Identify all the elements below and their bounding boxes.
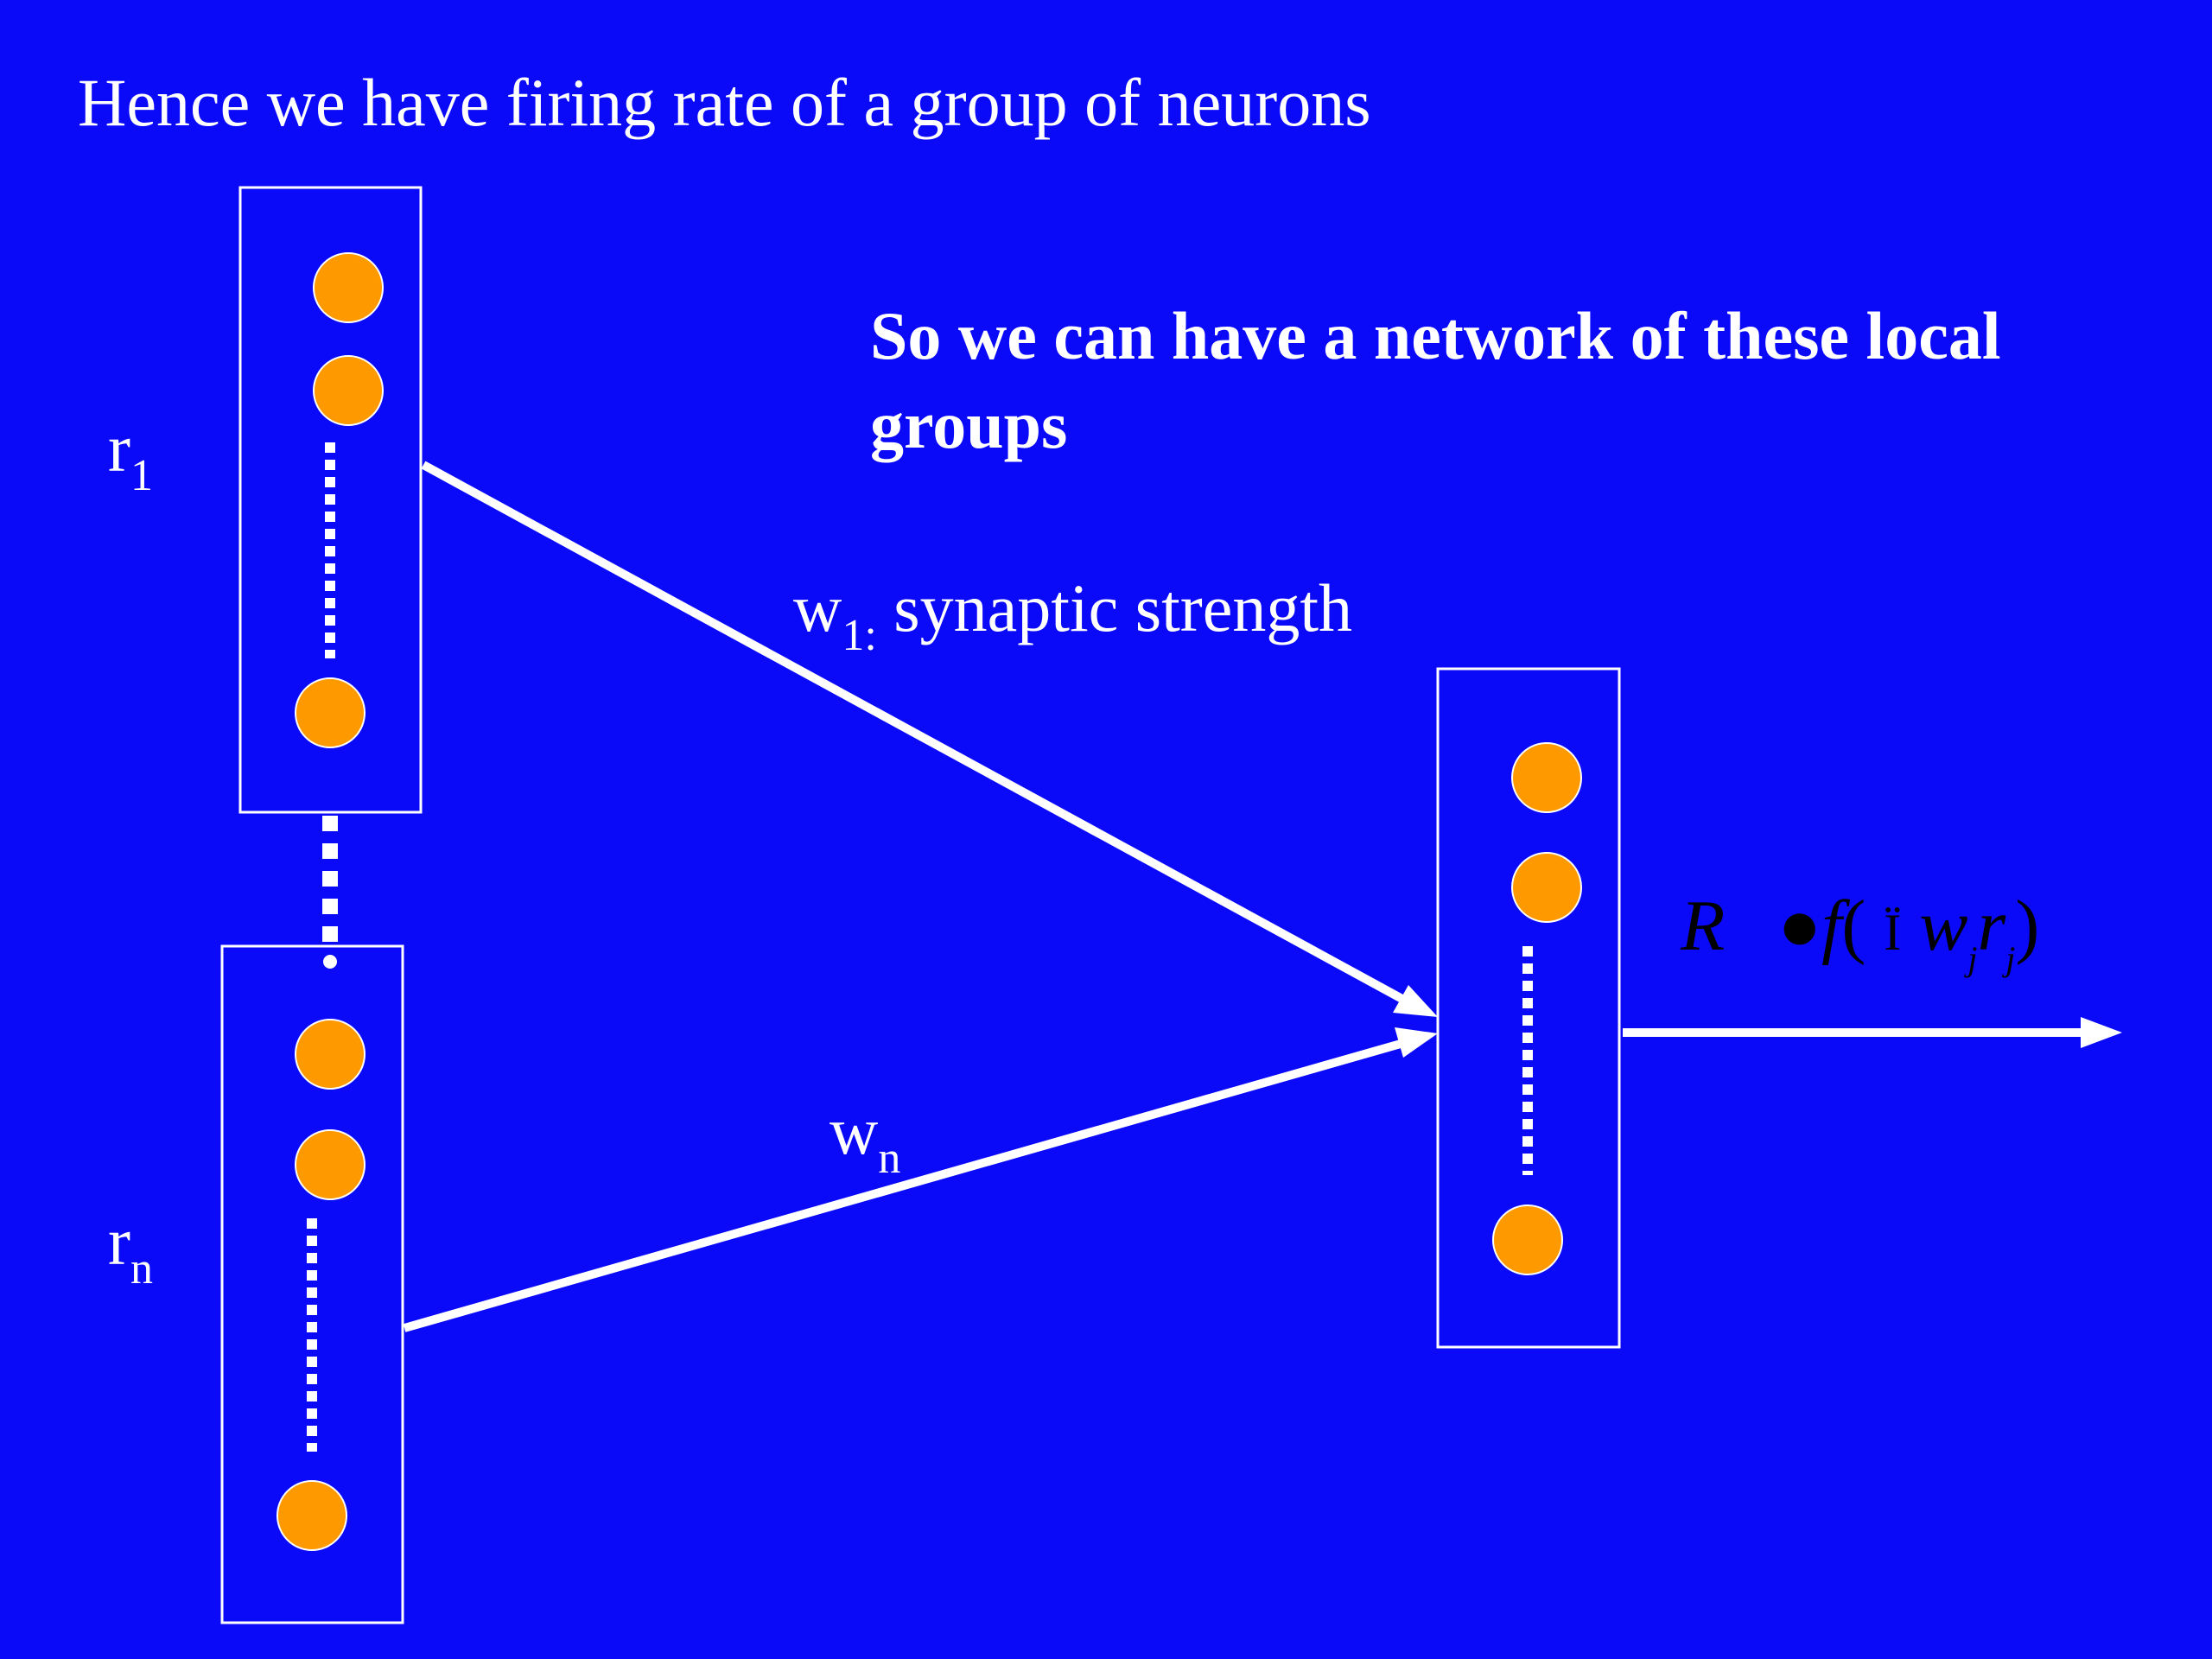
neuron	[313, 252, 384, 323]
arrow-wn-head	[1395, 1027, 1438, 1058]
formula-sub-j1: j	[1967, 939, 1978, 978]
slide-subtitle: So we can have a network of these local …	[870, 298, 2001, 462]
label-r1-sub: 1	[130, 451, 153, 500]
label-r1: r1	[108, 415, 153, 499]
label-w1-main: w	[793, 570, 842, 645]
formula-sum-symbol: Ϊ	[1884, 904, 1902, 961]
label-w1: w1: synaptic strength	[793, 575, 1352, 658]
formula-close-paren: )	[2015, 886, 2040, 966]
arrow-wn	[403, 1038, 1408, 1332]
formula-R: R	[1681, 886, 1726, 966]
neuron	[295, 677, 365, 748]
neuron	[313, 355, 384, 426]
group-rn-box	[220, 944, 404, 1624]
label-wn-main: w	[830, 1093, 879, 1168]
neuron	[295, 1019, 365, 1090]
formula-w: w	[1919, 886, 1968, 966]
formula-sub-j2: j	[2005, 939, 2016, 978]
label-wn-sub: n	[878, 1134, 901, 1183]
formula-open-paren: (	[1841, 886, 1866, 966]
neuron	[1511, 852, 1582, 923]
neuron	[1511, 742, 1582, 813]
formula-bullet: ●	[1777, 886, 1822, 966]
slide-title: Hence we have firing rate of a group of …	[78, 65, 1371, 140]
neuron	[295, 1129, 365, 1200]
arrow-w1	[421, 461, 1411, 1007]
label-wn: wn	[830, 1097, 900, 1181]
formula-f: f	[1821, 886, 1842, 966]
neuron	[276, 1480, 347, 1551]
label-rn-sub: n	[130, 1244, 153, 1294]
label-w1-text: synaptic strength	[876, 570, 1353, 645]
group-r1-box	[238, 186, 423, 814]
output-formula: R ●f( Ϊ wjrj)	[1681, 890, 2039, 976]
between-groups-dot-end	[323, 955, 337, 969]
label-rn: rn	[108, 1208, 153, 1292]
neuron	[1492, 1205, 1563, 1275]
label-w1-sub: 1:	[842, 611, 877, 660]
output-group-box	[1436, 667, 1621, 1349]
label-rn-main: r	[108, 1204, 130, 1279]
formula-r: r	[1977, 886, 2006, 966]
arrow-w1-head	[1393, 985, 1438, 1017]
output-arrow-head	[2081, 1017, 2122, 1048]
label-r1-main: r	[108, 410, 130, 486]
